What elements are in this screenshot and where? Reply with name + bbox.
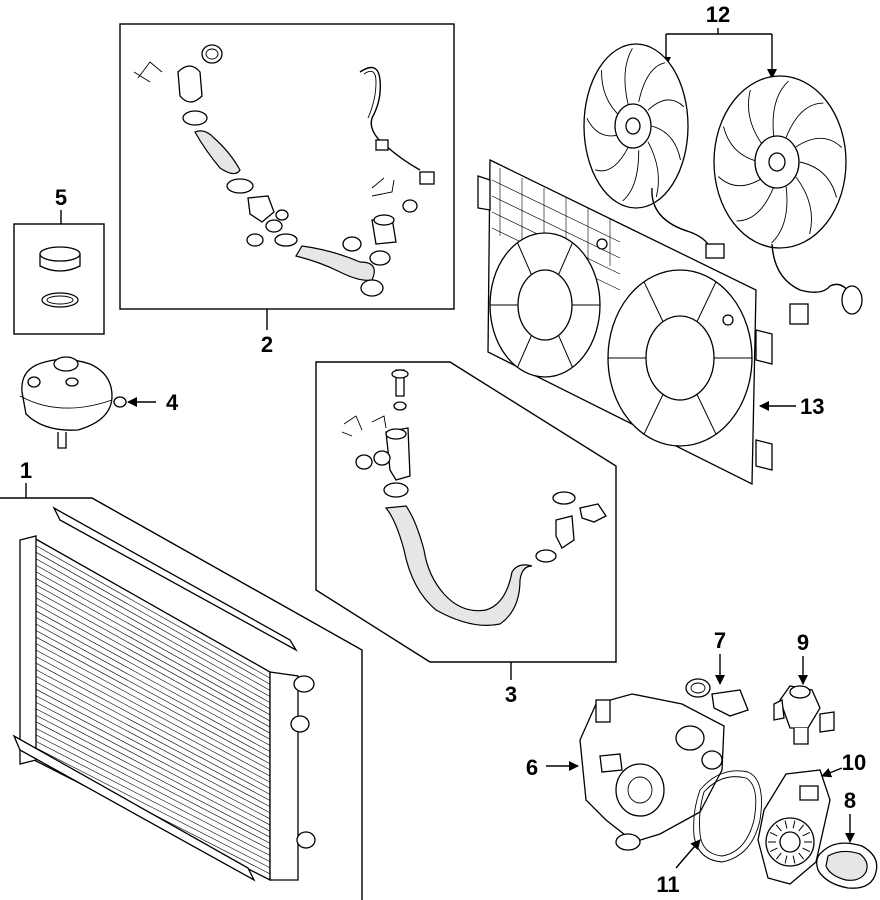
part-group-2-hose-kit[interactable] (119, 23, 455, 310)
part-13-fan-shroud[interactable] (477, 158, 773, 486)
callout-9: 9 (797, 630, 809, 655)
part-11-seal-ring[interactable] (693, 770, 762, 863)
callout-4: 4 (166, 390, 179, 415)
callout-13: 13 (800, 394, 824, 419)
callout-6: 6 (526, 755, 538, 780)
callout-1: 1 (20, 458, 32, 483)
part-10-water-pump[interactable] (757, 769, 831, 885)
part-group-3-lower-hose-kit[interactable] (315, 361, 617, 663)
callout-10: 10 (842, 750, 866, 775)
part-1-radiator[interactable] (0, 497, 363, 900)
callout-5: 5 (55, 185, 67, 210)
part-12-cooling-fans[interactable] (583, 43, 863, 325)
part-group-5-cap-and-seal[interactable] (13, 223, 105, 335)
part-9-valve[interactable] (773, 685, 835, 745)
callout-3: 3 (505, 682, 517, 707)
part-8-belt[interactable] (816, 842, 878, 889)
callout-8: 8 (844, 788, 856, 813)
callout-12: 12 (706, 2, 730, 27)
callout-11: 11 (656, 872, 679, 897)
part-7-gasket-set[interactable] (685, 678, 749, 717)
part-4-expansion-tank[interactable] (19, 356, 127, 449)
callout-7: 7 (714, 628, 726, 653)
part-6-thermostat-housing[interactable] (579, 693, 725, 851)
callout-2: 2 (261, 332, 273, 357)
